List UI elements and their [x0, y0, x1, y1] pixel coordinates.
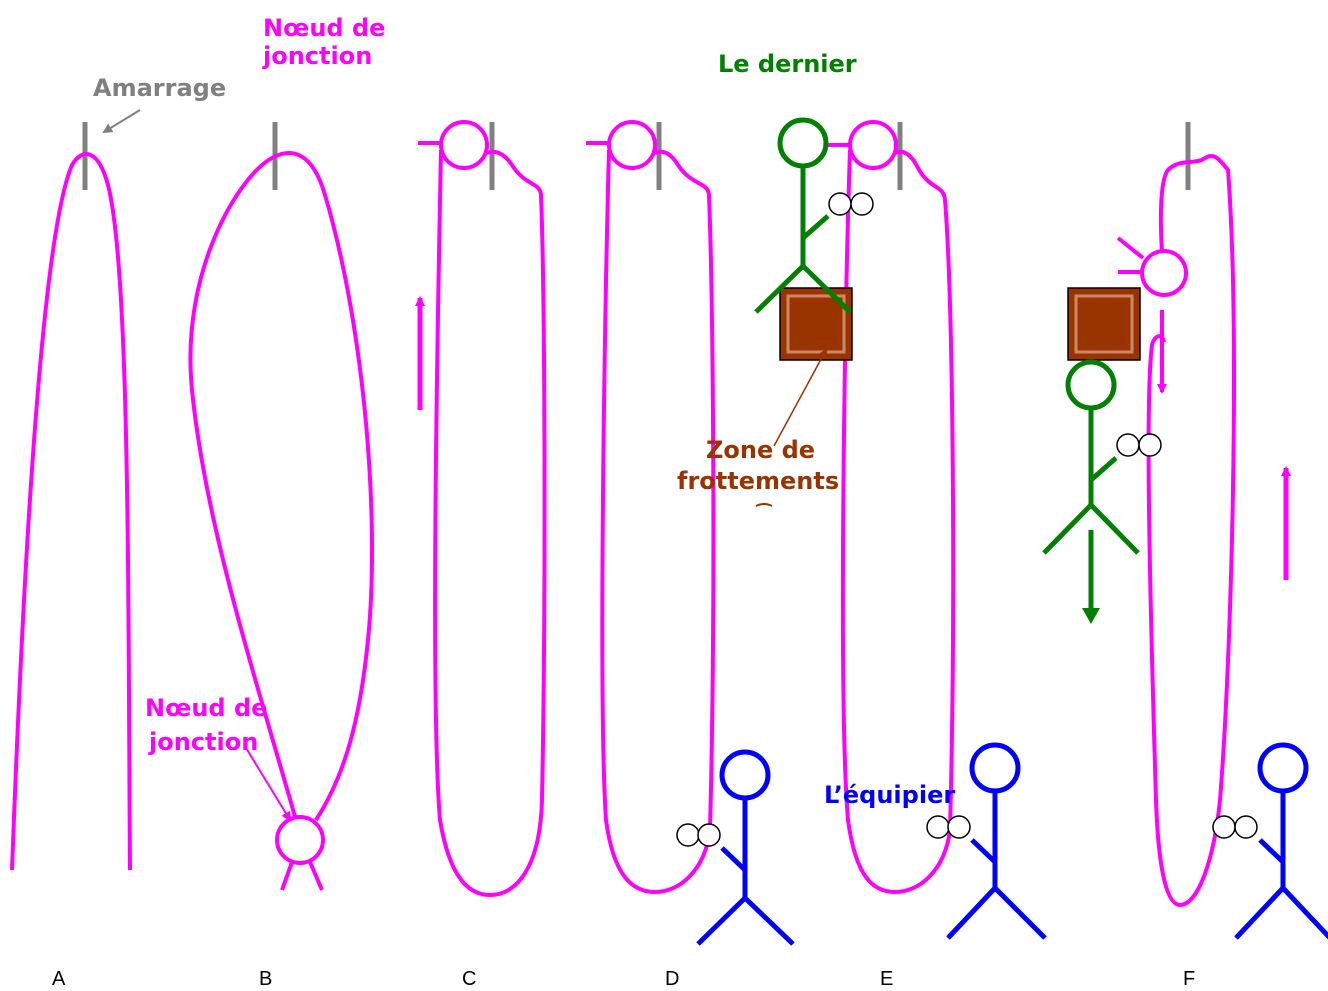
panel-label-a: A — [52, 968, 66, 990]
panel-label-b: B — [259, 968, 273, 990]
anchor-pointer-arrow — [102, 109, 141, 134]
rope-end — [280, 861, 294, 891]
panel-label-f: F — [1183, 968, 1196, 990]
rope — [10, 152, 132, 871]
teammate-figure-icon — [1234, 742, 1328, 940]
junction-knot-label-b-line1: Nœud de — [145, 694, 268, 722]
junction-knot-icon — [607, 120, 657, 170]
junction-knot-label-top-line1: Nœud de — [263, 14, 386, 42]
last-climber-label: Le dernier — [718, 50, 857, 78]
friction-zone-label-line1: Zone de — [706, 436, 816, 464]
panel-label-c: C — [462, 968, 477, 990]
descender-icon — [926, 815, 971, 839]
friction-block-icon — [1067, 287, 1141, 361]
rope-end — [308, 861, 324, 891]
friction-zone-label-line2: frottements — [677, 467, 840, 495]
teammate-label: L’équipier — [824, 781, 956, 809]
junction-knot-label-b-line2: jonction — [149, 728, 259, 756]
teammate-figure-icon — [946, 742, 1047, 940]
junction-knot-icon — [275, 815, 325, 865]
panel-d — [586, 120, 795, 946]
descender-icon — [1116, 433, 1162, 457]
friction-mark — [755, 503, 773, 507]
teammate-figure-icon — [696, 749, 795, 946]
friction-block-bevel — [1074, 294, 1134, 354]
panel-label-d: D — [665, 968, 680, 990]
descender-icon — [1212, 815, 1258, 839]
panel-a — [10, 109, 141, 871]
rope — [1146, 153, 1236, 908]
rope-end — [1116, 236, 1145, 260]
last-climber-figure-icon — [1042, 359, 1140, 555]
panel-e — [754, 117, 1047, 940]
knot-pointer-arrow — [245, 747, 292, 822]
down-arrow-head — [1082, 608, 1100, 624]
rope — [600, 149, 716, 895]
friction-block-bevel — [786, 294, 846, 354]
junction-knot-icon — [439, 120, 489, 170]
panel-f — [1042, 122, 1328, 940]
panel-b — [188, 122, 375, 891]
descender-icon — [676, 823, 721, 847]
junction-knot-icon — [848, 120, 898, 170]
panel-label-e: E — [880, 968, 894, 990]
junction-knot-label-top-line2: jonction — [263, 42, 373, 70]
rope — [433, 149, 547, 898]
junction-knot-icon — [1140, 249, 1188, 297]
anchor-label: Amarrage — [93, 74, 227, 102]
friction-pointer-arrow — [773, 348, 827, 447]
descender-icon — [828, 192, 874, 216]
friction-block-icon — [779, 287, 853, 361]
rope — [188, 151, 375, 822]
rope — [840, 149, 956, 895]
last-climber-figure-icon — [754, 117, 852, 314]
panel-c — [415, 120, 547, 898]
